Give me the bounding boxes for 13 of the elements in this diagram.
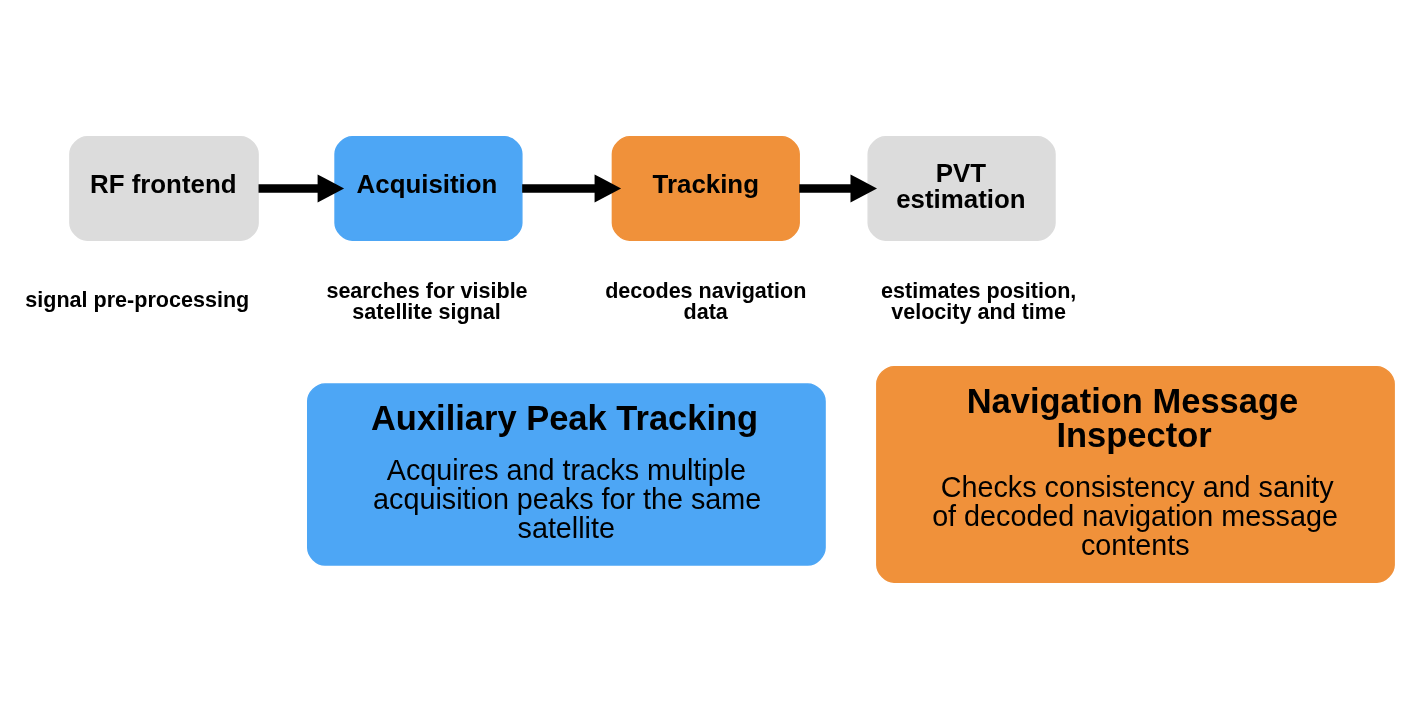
- arrow: [799, 174, 877, 203]
- node-label: estimates position, velocity and time: [881, 277, 1077, 325]
- node-label: searches for visible satellite signal: [326, 277, 528, 325]
- node-box: Navigation Message Inspector Checks consistency and sanity of decoded navigation message contents: [876, 365, 1395, 583]
- node-box: PVT estimation: [867, 136, 1056, 241]
- node-box: RF frontend: [69, 136, 259, 241]
- node-box: Auxiliary Peak Tracking Acquires and tracks multiple acquisition peaks for the same satellite: [307, 383, 826, 566]
- node-label: signal pre-processing: [25, 287, 250, 313]
- arrow: [522, 174, 622, 203]
- arrow: [258, 174, 345, 203]
- node-box: Tracking: [611, 136, 800, 241]
- node-label: decodes navigation data: [605, 277, 807, 325]
- node-box: Acquisition: [334, 136, 523, 241]
